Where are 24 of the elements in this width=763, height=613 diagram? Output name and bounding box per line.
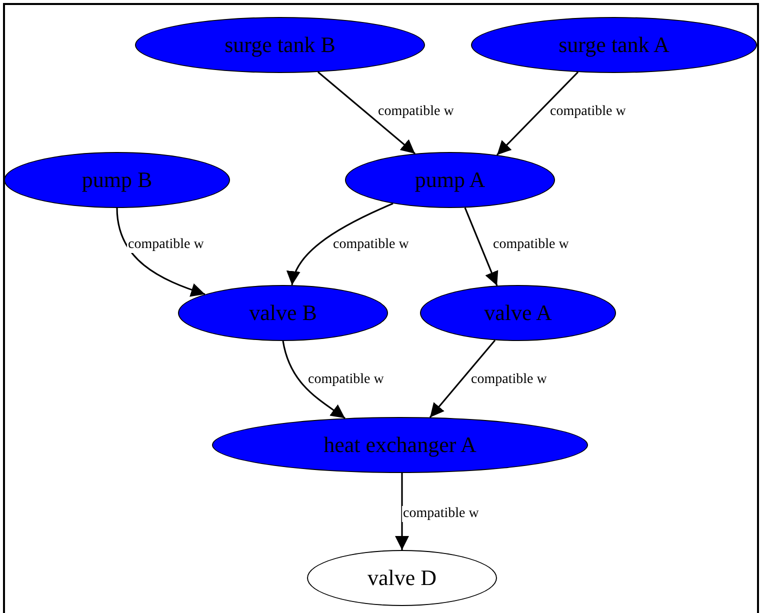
edge-label: compatible w: [492, 237, 570, 253]
edge-label: compatible w: [127, 237, 205, 253]
node-label: pump A: [414, 168, 486, 192]
node-label: valve A: [484, 301, 552, 325]
arrow: [429, 340, 496, 418]
edge-label: compatible w: [307, 372, 385, 388]
node-label: surge tank B: [224, 33, 336, 57]
node-label: surge tank A: [558, 33, 670, 57]
arrow: [288, 202, 394, 286]
edge-label: compatible w: [332, 237, 410, 253]
arrow: [496, 72, 579, 156]
edge-label: compatible w: [402, 506, 480, 522]
edge-label: compatible w: [377, 104, 455, 120]
arrow: [282, 340, 346, 419]
edge-label: compatible w: [470, 372, 548, 388]
node-label: valve D: [367, 566, 437, 590]
node-label: pump B: [82, 168, 152, 192]
edge-label: compatible w: [549, 104, 627, 120]
arrow: [464, 207, 498, 286]
arrow: [116, 208, 206, 296]
node-label: valve B: [249, 301, 317, 325]
node-label: heat exchanger A: [324, 433, 476, 457]
arrow: [317, 71, 416, 154]
arrow: [395, 473, 409, 550]
